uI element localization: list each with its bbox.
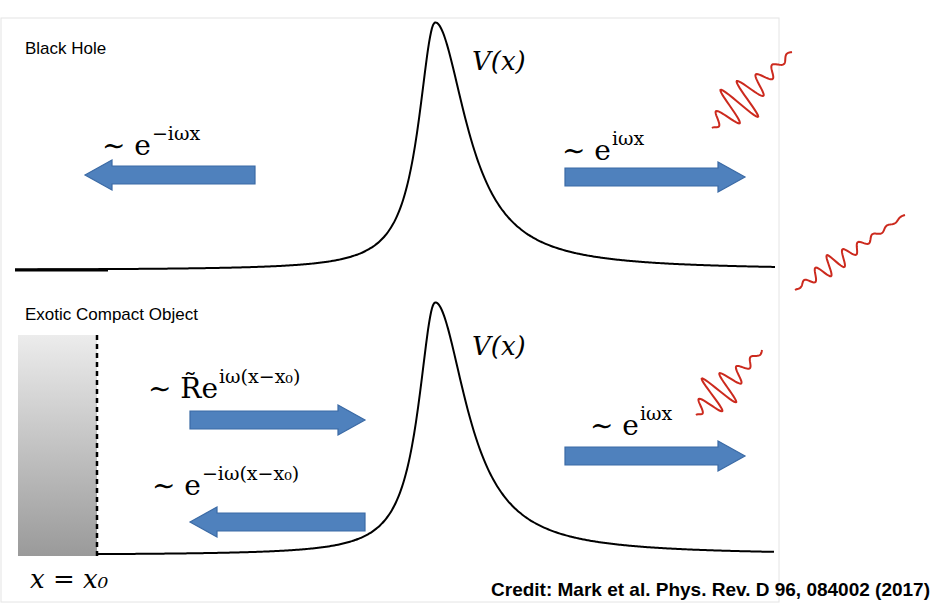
ingoing-arrow (190, 507, 365, 537)
reflected-arrow (190, 405, 365, 435)
wave-label: ∼ e (152, 472, 201, 500)
eco-surface (18, 335, 97, 556)
wave-exponent: iωx (640, 404, 672, 423)
potential-curve (15, 22, 775, 269)
panel-title: Black Hole (25, 40, 106, 57)
frame (1, 18, 779, 602)
outgoing-arrow (565, 441, 745, 471)
position-label: x = x₀ (30, 566, 108, 592)
wave-exponent: iωx (612, 129, 644, 148)
wave-label: ∼ e (562, 137, 611, 165)
wave-packet (795, 215, 905, 290)
surface-dashed-line (96, 335, 99, 556)
wave-exponent: −iω(x−x₀) (202, 464, 299, 483)
potential-curve (98, 302, 774, 554)
wave-exponent: iω(x−x₀) (219, 367, 300, 386)
outgoing-arrow (565, 162, 745, 192)
wave-packet (696, 350, 762, 415)
credit-caption: Credit: Mark et al. Phys. Rev. D 96, 084… (491, 580, 930, 599)
wave-label: ∼ e (102, 132, 151, 160)
potential-label: V(x) (472, 333, 526, 359)
wave-label: ∼ e (590, 412, 639, 440)
potential-label: V(x) (472, 48, 526, 74)
ingoing-arrow (85, 160, 255, 190)
wave-packet (712, 52, 792, 128)
wave-label: ∼ R̃e (148, 375, 218, 403)
wave-exponent: −iωx (152, 124, 200, 143)
panel-title: Exotic Compact Object (25, 306, 198, 323)
